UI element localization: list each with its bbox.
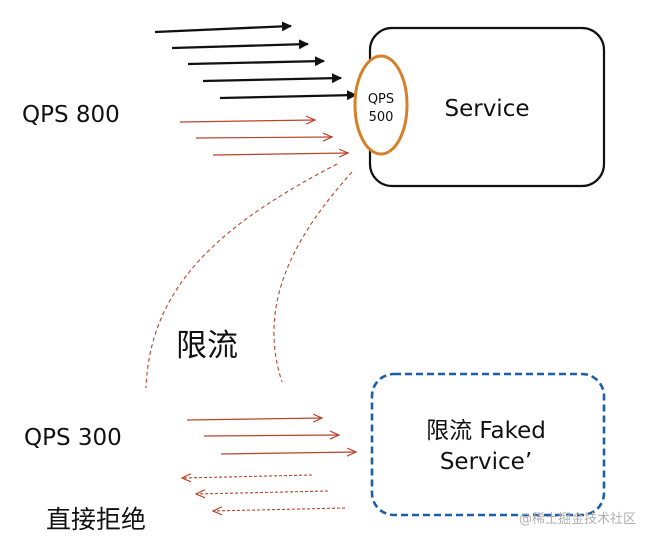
rate-limit-caption: 限流: [176, 328, 238, 364]
faked-service-label-line2: Service’: [440, 449, 532, 475]
admitted-arrow: [187, 56, 325, 67]
limited-arrows: [186, 418, 356, 454]
reject-arrow: [182, 475, 313, 478]
qps-300-label: QPS 300: [24, 425, 122, 451]
watermark: @稀土掘金技术社区: [519, 511, 636, 527]
limited-arrow: [186, 418, 322, 420]
faked-service-box: [370, 372, 606, 517]
admitted-arrow: [202, 73, 342, 84]
admitted-arrow: [219, 90, 357, 101]
redirect-curve-right: [273, 171, 353, 383]
limited-arrow: [203, 435, 339, 436]
reject-label: 直接拒绝: [46, 505, 146, 534]
service-label: Service: [444, 96, 529, 122]
overflow-arrow: [179, 120, 315, 122]
capacity-qps-label: QPS: [368, 92, 394, 107]
reject-arrow: [213, 508, 346, 511]
overflow-arrow: [195, 137, 332, 138]
overflow-arrow: [212, 153, 348, 155]
reject-arrow: [196, 491, 329, 494]
overflow-arrows: [179, 120, 348, 155]
faked-service-label-line1: 限流 Faked: [426, 418, 546, 444]
qps-800-label: QPS 800: [22, 102, 120, 128]
admitted-arrows: [154, 21, 357, 101]
admitted-arrow: [154, 21, 292, 34]
reject-arrows: [182, 475, 346, 511]
redirect-curves: [145, 163, 353, 389]
limited-arrow: [220, 452, 356, 454]
admitted-arrow: [171, 39, 309, 50]
redirect-curve-left: [145, 163, 338, 389]
capacity-ring: [353, 54, 409, 156]
capacity-value-label: 500: [369, 110, 394, 125]
